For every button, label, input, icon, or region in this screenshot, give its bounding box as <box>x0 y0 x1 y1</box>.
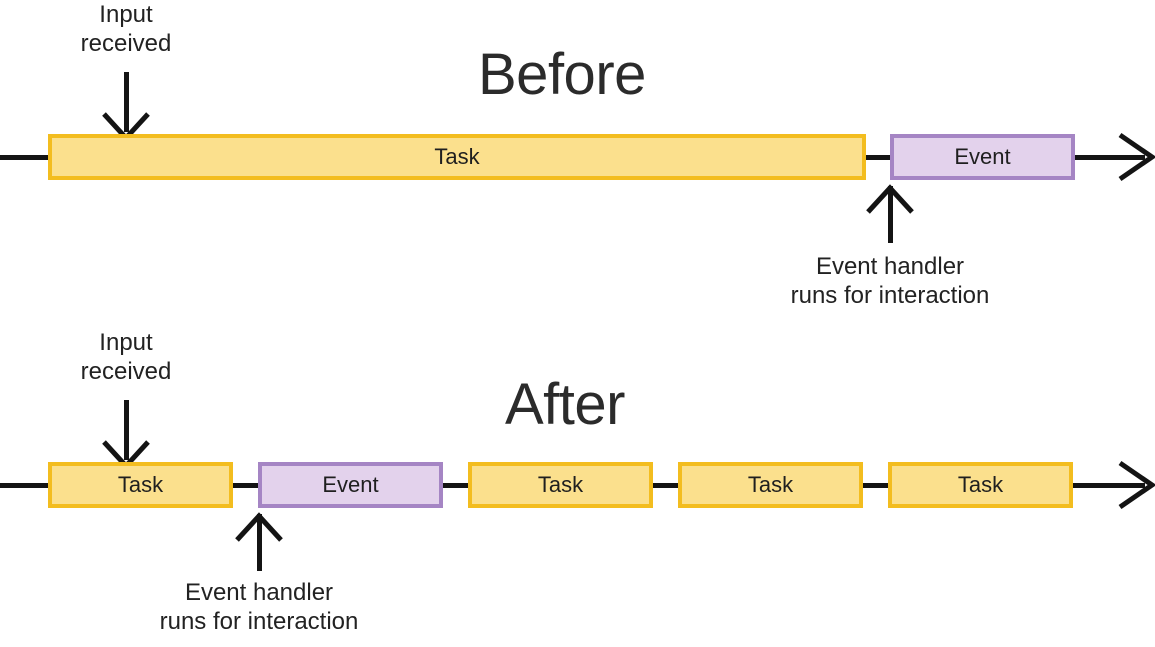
timeline-segment-before-end <box>1071 155 1145 160</box>
block-task-after-2[interactable]: Task <box>468 462 653 508</box>
block-event-before-1[interactable]: Event <box>890 134 1075 180</box>
annotation-line-2: runs for interaction <box>790 282 990 309</box>
annotation-line-2: received <box>80 358 172 385</box>
timeline-segment-before-mid <box>862 155 894 160</box>
block-task-after-3[interactable]: Task <box>678 462 863 508</box>
annotation-line-1: Event handler <box>184 579 334 606</box>
arrow-shaft-handler-after <box>257 514 262 571</box>
arrow-shaft-handler-before <box>888 186 893 243</box>
timeline-arrow-head-before <box>1118 132 1155 182</box>
arrow-shaft-input-after <box>124 400 129 460</box>
timeline-segment-after-end <box>1069 483 1145 488</box>
annotation-line-1: Input <box>99 329 153 356</box>
annotation-line-2: received <box>80 30 172 57</box>
timeline-segment-after-3 <box>649 483 681 488</box>
section-title-after: After <box>505 372 626 437</box>
annotation-event-handler-after: Event handler runs for interaction <box>109 578 409 636</box>
timeline-segment-after-4 <box>859 483 891 488</box>
block-task-after-4[interactable]: Task <box>888 462 1073 508</box>
block-event-after-1[interactable]: Event <box>258 462 443 508</box>
annotation-event-handler-before: Event handler runs for interaction <box>740 252 1040 310</box>
annotation-line-1: Event handler <box>815 253 965 280</box>
timeline-segment-after-2 <box>439 483 471 488</box>
timeline-segment-after-start <box>0 483 49 488</box>
timeline-segment-after-1 <box>229 483 261 488</box>
timeline-segment-before-start <box>0 155 49 160</box>
annotation-input-received-after: Input received <box>56 328 196 386</box>
annotation-line-1: Input <box>99 1 153 28</box>
timeline-arrow-head-after <box>1118 460 1155 510</box>
block-task-before-1[interactable]: Task <box>48 134 866 180</box>
block-task-after-1[interactable]: Task <box>48 462 233 508</box>
section-title-before: Before <box>478 42 646 107</box>
arrow-shaft-input-before <box>124 72 129 132</box>
annotation-line-2: runs for interaction <box>159 608 359 635</box>
annotation-input-received-before: Input received <box>56 0 196 58</box>
